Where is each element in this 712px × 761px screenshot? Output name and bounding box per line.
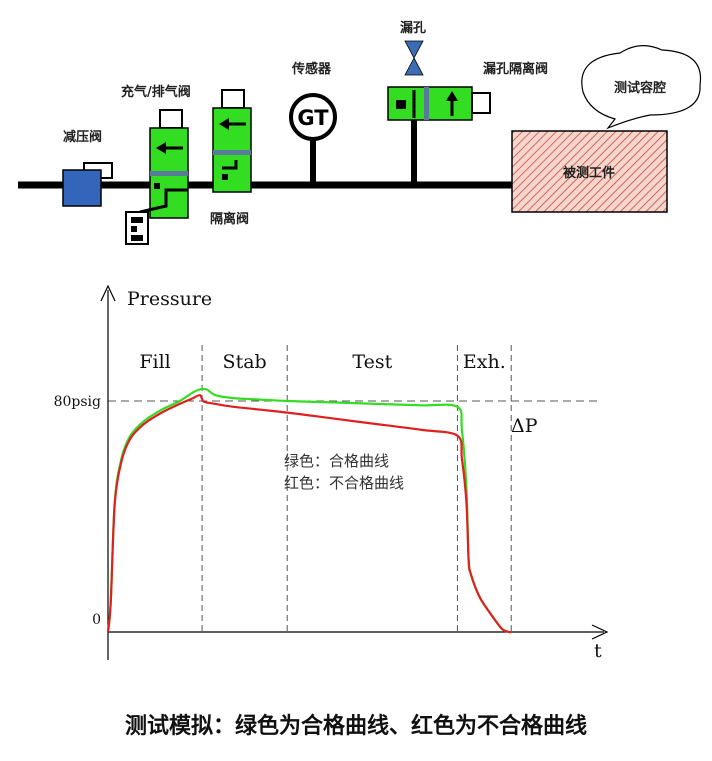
test-part: 被测工件 — [511, 130, 668, 213]
pneumatic-schematic: 减压阀 充气/排气阀 — [18, 20, 702, 245]
test-cavity-callout: 测试容腔 — [581, 45, 702, 130]
phase-label-fill: Fill — [139, 351, 170, 373]
leak-isolation-valve-label: 漏孔隔离阀 — [483, 61, 548, 77]
x-axis-arrowhead — [591, 624, 609, 640]
exhaust-silencer — [125, 211, 149, 245]
isolation-valve-arrow-head — [219, 118, 229, 130]
leak-hole-label: 漏孔 — [400, 20, 426, 36]
pass-curve-green — [106, 387, 512, 634]
fill-valve-port — [154, 183, 160, 189]
test-part-body — [511, 130, 668, 213]
isolation-valve-cap — [221, 89, 245, 109]
sensor-gauge-text: GT — [297, 106, 329, 130]
test-part-label: 被测工件 — [562, 165, 615, 181]
sensor-gauge — [289, 93, 337, 141]
leak-valve-divider — [424, 87, 429, 120]
reducer-body — [62, 169, 102, 207]
isolation-valve-divider — [213, 150, 251, 155]
fill-valve-divider — [150, 171, 188, 176]
y-tick-zero: 0 — [92, 612, 101, 628]
isolation-valve-port — [222, 174, 228, 180]
phase-label-test: Test — [352, 351, 392, 373]
callout-bubble — [581, 45, 702, 130]
leak-valve-cap — [471, 92, 491, 114]
pressure-reducer: 减压阀 — [62, 129, 113, 207]
pressure-chart: Pressure t 0 80psig Fill Stab Test Exh. … — [54, 284, 609, 662]
y-axis-label: Pressure — [127, 288, 212, 310]
leak-assembly: 漏孔 漏孔隔离阀 — [387, 20, 548, 185]
y-axis-arrowhead — [100, 284, 116, 302]
pressure-reducer-label: 减压阀 — [63, 129, 102, 145]
sensor-label: 传感器 — [291, 61, 332, 77]
fill-valve-arrow-head — [156, 142, 166, 154]
legend-pass: 绿色：合格曲线 — [284, 452, 389, 470]
pressure-sensor: 传感器 GT — [289, 61, 337, 185]
reducer-pilot-line — [83, 162, 113, 179]
phase-label-exh: Exh. — [463, 351, 506, 373]
legend-fail: 红色：不合格曲线 — [284, 474, 404, 492]
phase-label-stab: Stab — [223, 351, 267, 373]
leak-hole-triangle-bottom — [404, 57, 424, 76]
fill-exhaust-valve: 充气/排气阀 — [121, 84, 191, 245]
leak-valve-port-a — [396, 100, 406, 109]
fill-valve-exhaust-path — [139, 188, 188, 214]
isolation-valve-label: 隔离阀 — [210, 211, 249, 227]
isolation-valve: 隔离阀 — [210, 89, 252, 227]
fill-exhaust-valve-label: 充气/排气阀 — [121, 84, 191, 100]
test-cavity-label: 测试容腔 — [614, 80, 666, 96]
figure-caption: 测试模拟：绿色为合格曲线、红色为不合格曲线 — [124, 714, 587, 739]
fill-valve-cap — [159, 109, 183, 129]
fail-curve-red — [106, 394, 512, 634]
x-axis-label: t — [594, 640, 602, 662]
delta-p-label: ΔP — [511, 415, 538, 437]
isolation-valve-block — [222, 160, 238, 170]
leak-hole-triangle-top — [404, 40, 424, 59]
leak-valve-arrow-head — [446, 91, 458, 101]
y-tick-80psig: 80psig — [54, 394, 101, 410]
